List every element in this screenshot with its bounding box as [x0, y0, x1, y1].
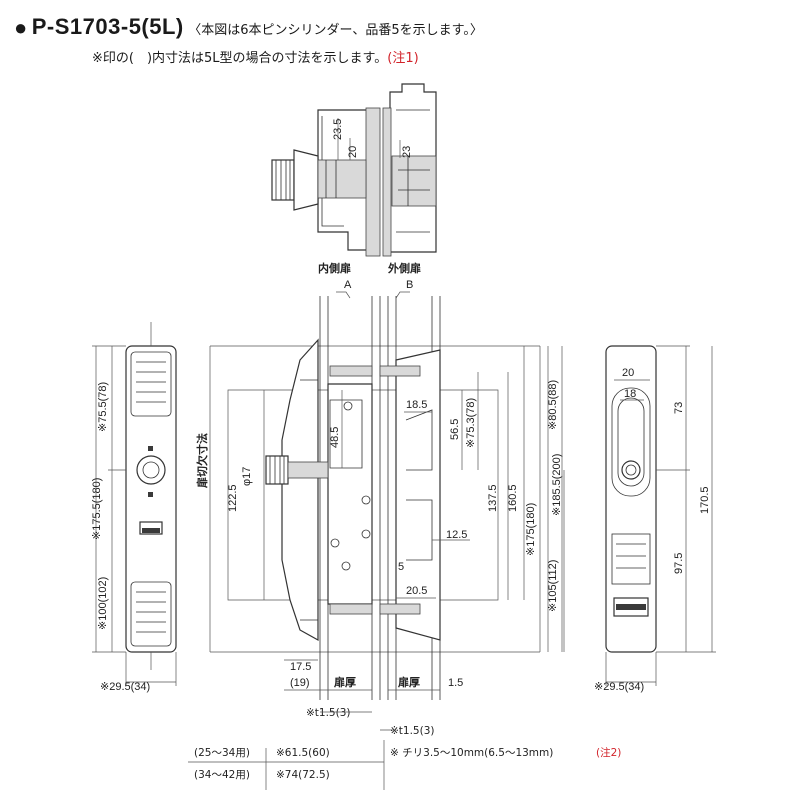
dim-175: ※175(180) [525, 503, 537, 556]
model-title: P-S1703-5(5L) [31, 14, 184, 39]
dim-right-170-5: 170.5 [699, 486, 711, 514]
dim-phi17: φ17 [241, 467, 253, 486]
dim-top-23-5: 23.5 [332, 119, 344, 140]
dim-left-175-5: ※175.5(180) [91, 478, 103, 540]
chiri-note: ※ チリ3.5～10mm(6.5～13mm) [390, 747, 553, 759]
bottom-dimensions: 17.5 (19) 扉厚 扉厚 1.5 ※t1.5(3) ※t1.5(3) (2… [188, 659, 621, 790]
dim-right-29-5: ※29.5(34) [594, 681, 644, 693]
dim-12-5: 12.5 [446, 529, 467, 541]
dim-185-5: ※185.5(200) [551, 454, 563, 516]
side-a-label: A [344, 279, 352, 291]
dim-74: ※74(72.5) [276, 769, 330, 781]
dim-5: 5 [398, 561, 404, 573]
dim-17-5: 17.5 [290, 661, 311, 673]
top-section-view: 23.5 20 23 [271, 83, 437, 257]
dim-18-5: 18.5 [406, 399, 427, 411]
dim-75-3: ※75.3(78) [465, 398, 477, 448]
door-thickness-left: 扉厚 [334, 675, 356, 689]
dim-19: (19) [290, 677, 310, 689]
dim-160-5: 160.5 [507, 484, 519, 512]
right-front-view: 20 18 73 97.5 170.5 ※29.5(34) [594, 345, 716, 693]
bullet-icon: ● [14, 15, 28, 40]
chiri-note-ref: (注2) [596, 746, 621, 759]
range-25-34: (25～34用) [194, 747, 250, 759]
door-thickness-right: 扉厚 [398, 675, 420, 689]
model-description: 〈本図は6本ピンシリンダー、品番5を示します。〉 [188, 23, 483, 38]
dim-20-5: 20.5 [406, 585, 427, 597]
dim-right-20: 20 [622, 367, 634, 379]
header: ● P-S1703-5(5L) 〈本図は6本ピンシリンダー、品番5を示します。〉… [14, 14, 794, 67]
dim-137-5: 137.5 [487, 484, 499, 512]
center-section-view: φ17 122.5 扉切欠寸法 48.5 18.5 56.5 ※75.3(78)… [195, 296, 565, 700]
dim-61-5: ※61.5(60) [276, 747, 330, 759]
dim-top-23: 23 [401, 146, 413, 158]
side-b-label: B [406, 279, 413, 291]
dim-left-100: ※100(102) [97, 577, 109, 630]
dim-48-5: 48.5 [329, 427, 341, 448]
dim-right-18: 18 [624, 388, 636, 400]
dim-1-5: 1.5 [448, 677, 463, 689]
dim-t1-5-left: ※t1.5(3) [306, 707, 351, 719]
dim-80-5: ※80.5(88) [547, 380, 559, 430]
dim-left-29-5: ※29.5(34) [100, 681, 150, 693]
inner-door-label: 内側扉 [318, 261, 351, 275]
dim-t1-5-right: ※t1.5(3) [390, 725, 435, 737]
note-ref: (注1) [387, 51, 419, 66]
dim-top-20: 20 [347, 146, 359, 158]
dim-right-73: 73 [673, 402, 685, 414]
door-cut-label: 扉切欠寸法 [195, 433, 209, 488]
dim-122-5: 122.5 [227, 484, 239, 512]
dim-56-5: 56.5 [449, 419, 461, 440]
range-34-42: (34～42用) [194, 769, 250, 781]
outer-door-label: 外側扉 [387, 261, 421, 275]
left-front-view: ※175.5(180) ※75.5(78) ※100(102) ※29.5(34… [91, 322, 177, 693]
dim-left-75-5: ※75.5(78) [97, 382, 109, 432]
dim-105: ※105(112) [547, 560, 559, 612]
note-text: ※印の( )内寸法は5L型の場合の寸法を示します。 [92, 51, 388, 66]
dim-right-97-5: 97.5 [673, 553, 685, 574]
